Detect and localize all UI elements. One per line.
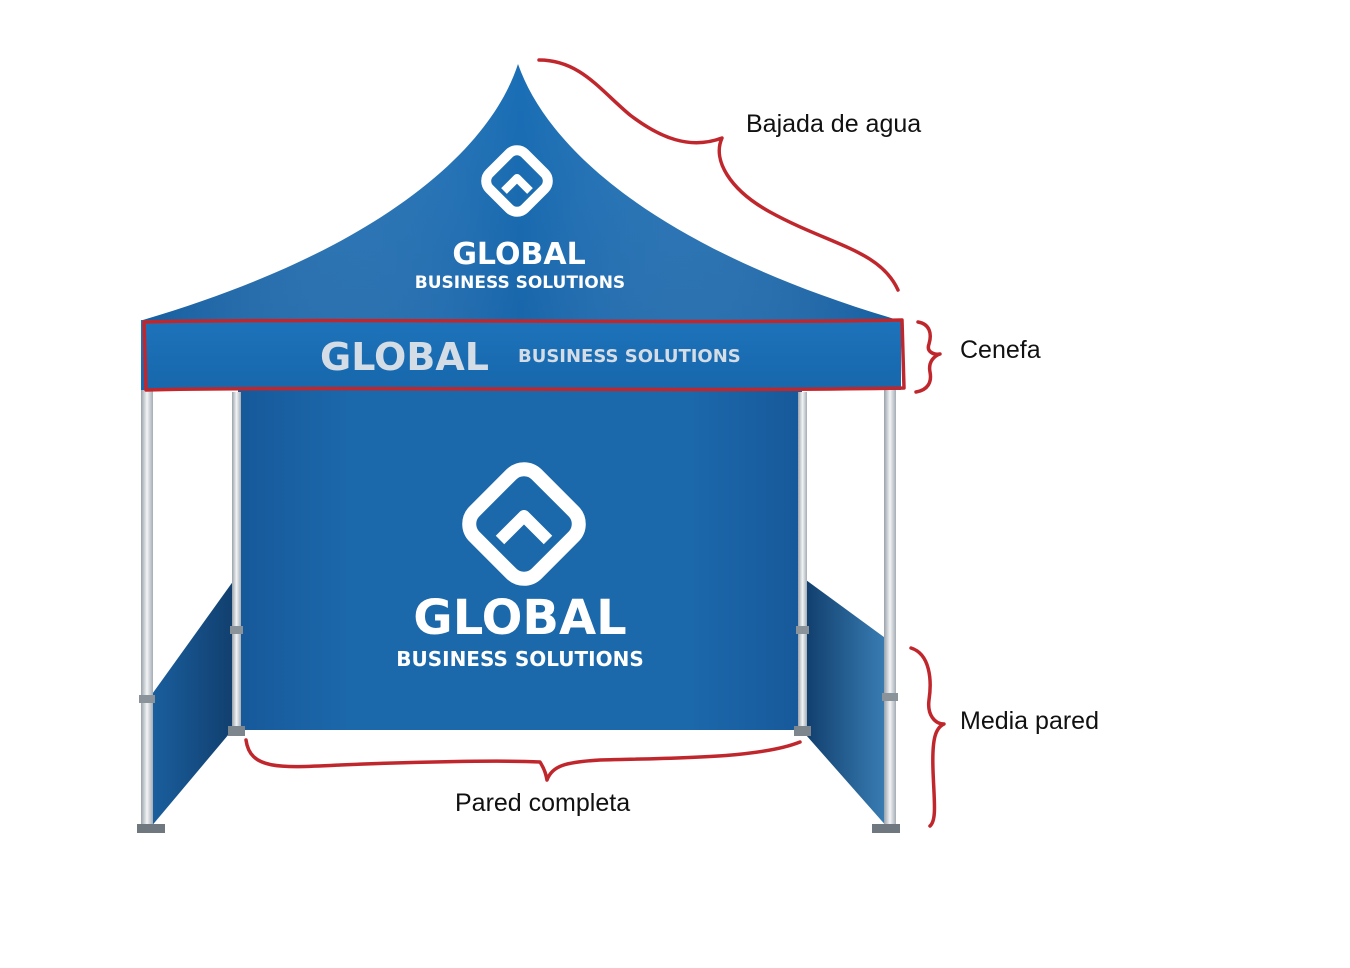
rear-pole-left — [232, 392, 241, 734]
roof-bracket — [537, 58, 900, 292]
label-valance: Cenefa — [960, 336, 1041, 364]
rounded-diamond-chevron-icon — [462, 462, 586, 586]
front-pole-left — [141, 390, 153, 830]
front-pole-right — [884, 390, 896, 830]
annotation-brackets — [142, 58, 946, 828]
valance — [141, 320, 901, 390]
label-half-wall: Media pared — [960, 707, 1099, 735]
valance-outline — [142, 318, 906, 392]
rear-pole-right — [798, 392, 807, 734]
roof-brand-tagline: BUSINESS SOLUTIONS — [415, 273, 625, 293]
label-full-wall: Pared completa — [455, 789, 631, 817]
wall-brand-name: GLOBAL — [413, 590, 626, 646]
half-wall-bracket — [909, 646, 946, 828]
wall-brand-tagline: BUSINESS SOLUTIONS — [396, 647, 644, 671]
label-roof: Bajada de agua — [746, 110, 922, 138]
valance-brand-name: GLOBAL — [320, 335, 489, 379]
rounded-diamond-chevron-icon — [481, 145, 553, 217]
roof-brand-name: GLOBAL — [452, 237, 585, 272]
full-wall-bracket — [244, 738, 802, 782]
valance-bracket — [914, 320, 942, 394]
half-wall-left — [150, 580, 234, 828]
full-wall — [238, 390, 802, 730]
half-wall-right — [806, 580, 888, 828]
valance-brand-tagline: BUSINESS SOLUTIONS — [518, 346, 741, 367]
